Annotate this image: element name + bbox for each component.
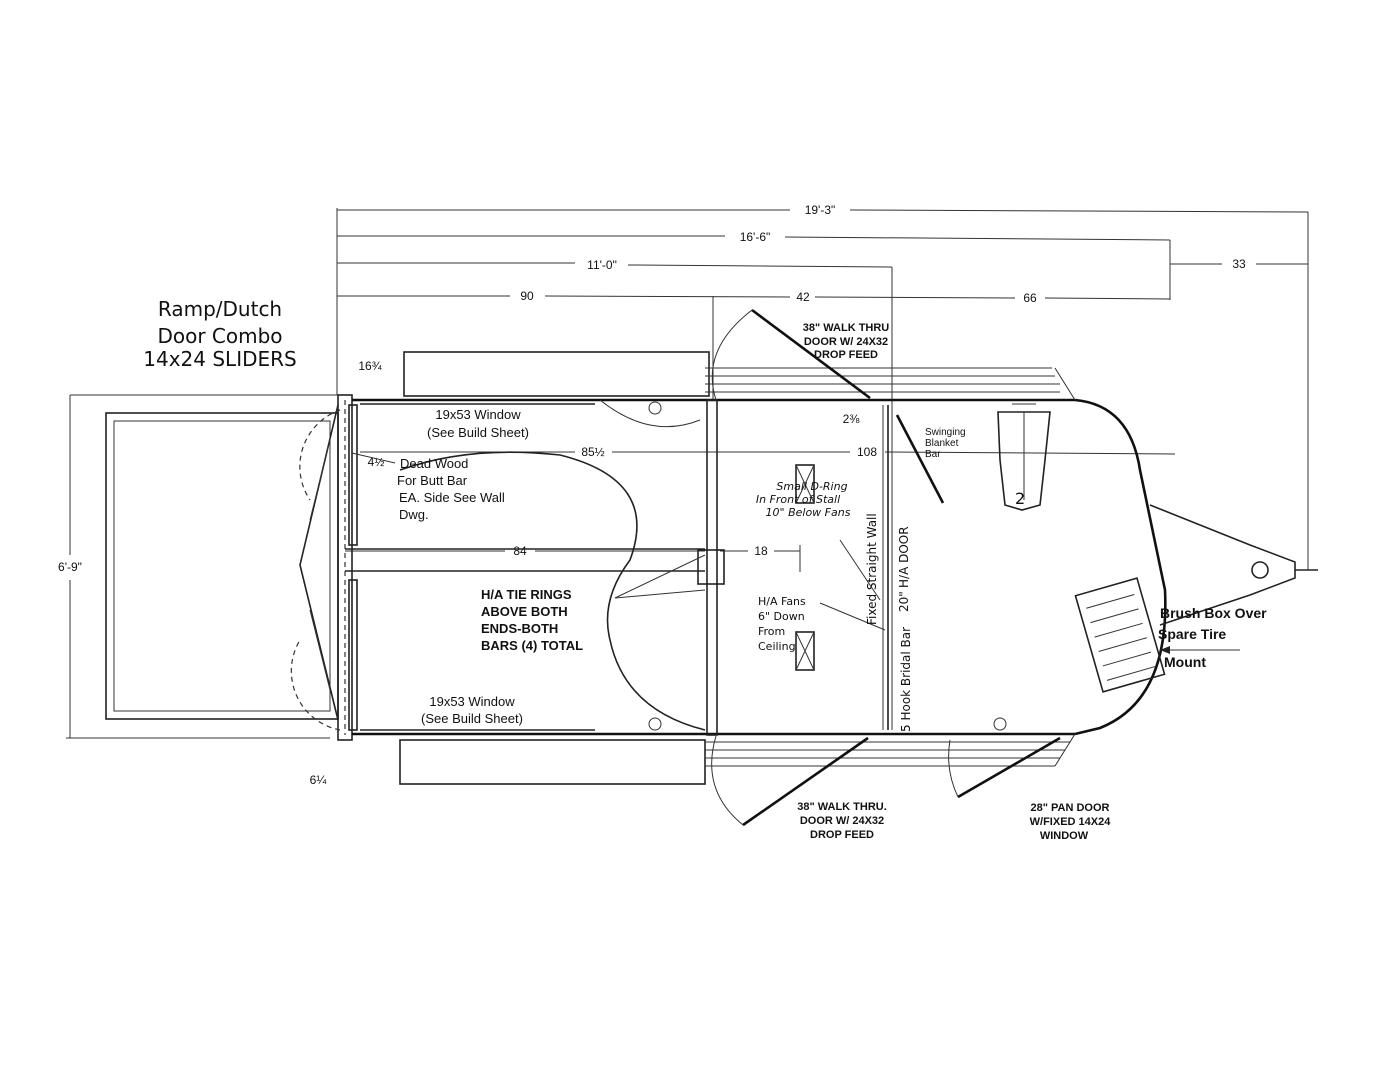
dring-1: Small D-Ring — [776, 480, 847, 493]
tie-4: BARS (4) TOTAL — [481, 638, 583, 653]
walk-bot-3: DROP FEED — [810, 829, 874, 841]
brush-1: Brush Box Over — [1160, 605, 1267, 621]
tie-1: H/A TIE RINGS — [481, 587, 572, 602]
deadwood-3: EA. Side See Wall — [399, 490, 505, 505]
dim-16-6: 16'-6" — [740, 230, 771, 244]
title-block: Ramp/Dutch Door Combo 14x24 SLIDERS — [143, 297, 296, 371]
notes: 38" WALK THRU DOOR W/ 24X32 DROP FEED 38… — [797, 322, 1111, 842]
tie-2: ABOVE BOTH — [481, 604, 568, 619]
brush-3: Mount — [1164, 654, 1206, 670]
dim-18: 18 — [754, 544, 768, 558]
dim-66: 66 — [1023, 291, 1037, 305]
dim-33: 33 — [1232, 257, 1246, 271]
walk-top-1: 38" WALK THRU — [803, 322, 890, 334]
tie-rings-note: H/A TIE RINGS ABOVE BOTH ENDS-BOTH BARS … — [481, 587, 583, 653]
dimension-labels: 19'-3" 16'-6" 11'-0" 33 90 42 66 85½ 108… — [58, 203, 1246, 787]
dring-note: Small D-Ring In Front of Stall 10" Below… — [756, 480, 851, 519]
fixed-wall: Fixed Straight Wall — [865, 513, 879, 625]
swing-bar-note: Swinging Blanket Bar — [925, 427, 966, 460]
window-bot-1: 19x53 Window — [429, 694, 515, 709]
dring-2: In Front of Stall — [756, 493, 840, 506]
fans-3: From — [758, 625, 785, 638]
pan-2: W/FIXED 14X24 — [1030, 816, 1112, 828]
dim-width: 6'-9" — [58, 560, 82, 574]
fans-4: Ceiling — [758, 640, 796, 653]
dim-4h: 4½ — [368, 455, 385, 469]
dim-84: 84 — [513, 544, 527, 558]
swing-2: Blanket — [925, 438, 959, 449]
dim-6q: 6¼ — [310, 773, 328, 787]
dim-16q: 16¾ — [358, 359, 382, 373]
brush-2: Spare Tire — [1158, 626, 1226, 642]
hook-bar: 5 Hook Bridal Bar — [899, 627, 913, 732]
saddle-number: 2 — [1015, 489, 1025, 508]
swing-3: Bar — [925, 449, 941, 460]
ha-door: H/A DOOR — [897, 526, 911, 588]
deadwood-2: For Butt Bar — [397, 473, 468, 488]
window-notes: 19x53 Window (See Build Sheet) 19x53 Win… — [421, 407, 529, 726]
dring-3: 10" Below Fans — [766, 506, 851, 519]
swing-1: Swinging — [925, 427, 966, 438]
dim-2: 2⅜ — [843, 412, 861, 426]
window-bot-2: (See Build Sheet) — [421, 711, 523, 726]
deadwood-note: Dead Wood For Butt Bar EA. Side See Wall… — [397, 456, 505, 522]
walk-bot-1: 38" WALK THRU. — [797, 801, 887, 813]
dimension-lines — [66, 208, 1309, 739]
deadwood-1: Dead Wood — [400, 456, 468, 471]
title-line-2: Door Combo — [157, 324, 282, 348]
pan-1: 28" PAN DOOR — [1031, 802, 1110, 814]
dim-42: 42 — [796, 290, 810, 304]
fans-2: 6" Down — [758, 610, 805, 623]
walk-bot-2: DOOR W/ 24X32 — [800, 815, 884, 827]
pan-3: WINDOW — [1040, 830, 1089, 842]
dim-11-0: 11'-0" — [587, 258, 617, 272]
fans-note: H/A Fans 6" Down From Ceiling — [758, 595, 806, 653]
title-line-3: 14x24 SLIDERS — [143, 347, 296, 371]
tie-3: ENDS-BOTH — [481, 621, 558, 636]
title-line-1: Ramp/Dutch — [158, 297, 282, 321]
vertical-notes: Fixed Straight Wall H/A DOOR 20" 5 Hook … — [865, 513, 913, 732]
dim-overall: 19'-3" — [805, 203, 836, 217]
deadwood-4: Dwg. — [399, 507, 429, 522]
window-top-1: 19x53 Window — [435, 407, 521, 422]
trailer-body — [105, 308, 1318, 827]
walk-top-3: DROP FEED — [814, 349, 878, 361]
dim-90: 90 — [520, 289, 534, 303]
fans-1: H/A Fans — [758, 595, 806, 608]
window-top-2: (See Build Sheet) — [427, 425, 529, 440]
dim-20: 20" — [897, 591, 911, 612]
brush-note: Brush Box Over Spare Tire Mount — [1158, 605, 1267, 670]
dim-108: 108 — [857, 445, 877, 459]
walk-top-2: DOOR W/ 24X32 — [804, 336, 888, 348]
dim-85: 85½ — [581, 445, 604, 459]
